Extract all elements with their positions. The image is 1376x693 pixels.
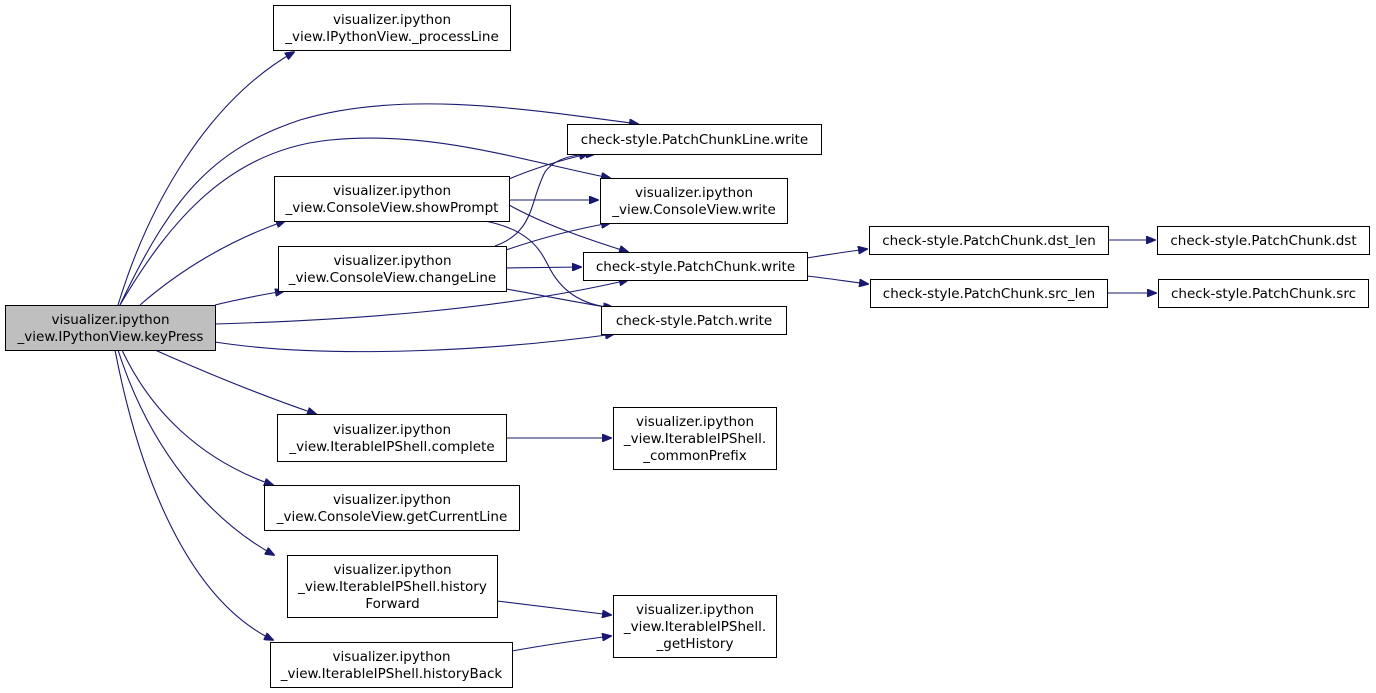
node-label-line: visualizer.ipython xyxy=(636,602,754,618)
node-label-line: visualizer.ipython xyxy=(635,185,753,201)
node-label-line: _commonPrefix xyxy=(642,448,747,464)
node-box xyxy=(583,252,808,281)
node-label-line: visualizer.ipython xyxy=(333,183,451,199)
node-keypress[interactable]: visualizer.ipython_view.IPythonView.keyP… xyxy=(5,305,216,351)
nodes-layer: visualizer.ipython_view.IPythonView.keyP… xyxy=(5,5,1370,688)
node-label-line: _view.IterableIPShell.history xyxy=(297,579,487,595)
edge-keypress-to-changeline xyxy=(214,291,284,306)
node-label-line: check-style.PatchChunk.dst_len xyxy=(882,233,1096,249)
node-label-line: check-style.PatchChunk.write xyxy=(596,259,795,275)
node-label-line: _view.ConsoleView.getCurrentLine xyxy=(276,509,508,525)
node-box xyxy=(600,178,788,224)
node-label-line: check-style.PatchChunk.dst xyxy=(1170,233,1356,249)
node-box xyxy=(1157,226,1370,255)
node-box xyxy=(567,124,822,155)
edge-keypress-to-pcl_write xyxy=(119,103,638,306)
node-label-line: check-style.Patch.write xyxy=(616,313,772,329)
node-label-line: _view.IterableIPShell.complete xyxy=(288,439,494,455)
node-box xyxy=(1158,279,1369,308)
node-histback[interactable]: visualizer.ipython_view.IterableIPShell.… xyxy=(270,642,513,688)
node-box xyxy=(870,279,1108,308)
node-complete[interactable]: visualizer.ipython_view.IterableIPShell.… xyxy=(277,414,507,462)
edge-histforward-to-gethistory xyxy=(496,600,611,615)
edge-changeline-to-cv_write xyxy=(505,223,610,251)
node-gethistory[interactable]: visualizer.ipython_view.IterableIPShell.… xyxy=(613,595,777,658)
node-pc_write[interactable]: check-style.PatchChunk.write xyxy=(583,252,808,281)
edge-keypress-to-p_write xyxy=(214,334,614,353)
edge-changeline-to-p_write xyxy=(505,288,612,308)
edge-keypress-to-histback xyxy=(114,349,273,640)
edge-keypress-to-cv_write xyxy=(119,137,610,306)
node-label-line: visualizer.ipython xyxy=(333,422,451,438)
node-box xyxy=(601,306,787,335)
node-box xyxy=(5,305,216,351)
node-label-line: visualizer.ipython xyxy=(333,492,451,508)
node-box xyxy=(277,414,507,462)
node-label-line: _view.IPythonView.keyPress xyxy=(17,329,204,345)
node-box xyxy=(274,176,510,222)
node-label-line: _view.IterableIPShell. xyxy=(623,619,766,635)
node-cv_write[interactable]: visualizer.ipython_view.ConsoleView.writ… xyxy=(600,178,788,224)
node-processline[interactable]: visualizer.ipython_view.IPythonView._pro… xyxy=(273,5,511,51)
node-box xyxy=(264,485,520,531)
edge-histback-to-gethistory xyxy=(511,636,611,652)
edge-keypress-to-histforward xyxy=(117,349,274,555)
node-label-line: visualizer.ipython xyxy=(51,312,169,328)
node-label-line: visualizer.ipython xyxy=(333,562,451,578)
edge-keypress-to-processline xyxy=(117,52,294,306)
edge-keypress-to-complete xyxy=(154,349,316,414)
edge-changeline-to-pc_write xyxy=(505,267,581,268)
edge-keypress-to-getcurrentline xyxy=(121,349,273,485)
node-label-line: _getHistory xyxy=(656,636,734,652)
node-p_write[interactable]: check-style.Patch.write xyxy=(601,306,787,335)
edge-keypress-to-showprompt xyxy=(139,221,285,306)
node-label-line: visualizer.ipython xyxy=(333,12,451,28)
node-label-line: check-style.PatchChunk.src_len xyxy=(883,286,1095,302)
node-box xyxy=(278,246,507,292)
edge-pc_write-to-src_len xyxy=(806,275,868,284)
node-src[interactable]: check-style.PatchChunk.src xyxy=(1158,279,1369,308)
node-commonprefix[interactable]: visualizer.ipython_view.IterableIPShell.… xyxy=(613,407,777,470)
node-dst[interactable]: check-style.PatchChunk.dst xyxy=(1157,226,1370,255)
edge-showprompt-to-p_write xyxy=(484,220,614,308)
node-histforward[interactable]: visualizer.ipython_view.IterableIPShell.… xyxy=(287,555,498,618)
node-label-line: _view.ConsoleView.write xyxy=(611,202,776,218)
node-label-line: _view.ConsoleView.changeLine xyxy=(288,270,496,286)
node-getcurrentline[interactable]: visualizer.ipython_view.ConsoleView.getC… xyxy=(264,485,520,531)
node-pcl_write[interactable]: check-style.PatchChunkLine.write xyxy=(567,124,822,155)
node-label-line: visualizer.ipython xyxy=(636,414,754,430)
node-label-line: _view.IterableIPShell.historyBack xyxy=(280,666,503,682)
node-src_len[interactable]: check-style.PatchChunk.src_len xyxy=(870,279,1108,308)
node-box xyxy=(287,555,498,618)
node-label-line: _view.IPythonView._processLine xyxy=(284,29,499,45)
node-box xyxy=(270,642,513,688)
edge-pc_write-to-dst_len xyxy=(806,249,867,259)
edge-changeline-to-pcl_write xyxy=(494,154,595,247)
node-dst_len[interactable]: check-style.PatchChunk.dst_len xyxy=(869,226,1109,255)
node-label-line: check-style.PatchChunkLine.write xyxy=(581,132,808,148)
node-label-line: _view.ConsoleView.showPrompt xyxy=(285,200,499,216)
node-changeline[interactable]: visualizer.ipython_view.ConsoleView.chan… xyxy=(278,246,507,292)
node-label-line: visualizer.ipython xyxy=(333,253,451,269)
node-box xyxy=(613,595,777,658)
node-label-line: check-style.PatchChunk.src xyxy=(1171,286,1356,302)
node-label-line: Forward xyxy=(365,596,419,612)
node-label-line: visualizer.ipython xyxy=(332,649,450,665)
node-box xyxy=(613,407,777,470)
node-showprompt[interactable]: visualizer.ipython_view.ConsoleView.show… xyxy=(274,176,510,222)
node-box xyxy=(869,226,1109,255)
edges-layer xyxy=(114,52,1156,652)
edge-showprompt-to-pcl_write xyxy=(508,154,588,180)
node-box xyxy=(273,5,511,51)
edge-keypress-to-pc_write xyxy=(214,280,628,325)
node-label-line: _view.IterableIPShell. xyxy=(623,431,766,447)
